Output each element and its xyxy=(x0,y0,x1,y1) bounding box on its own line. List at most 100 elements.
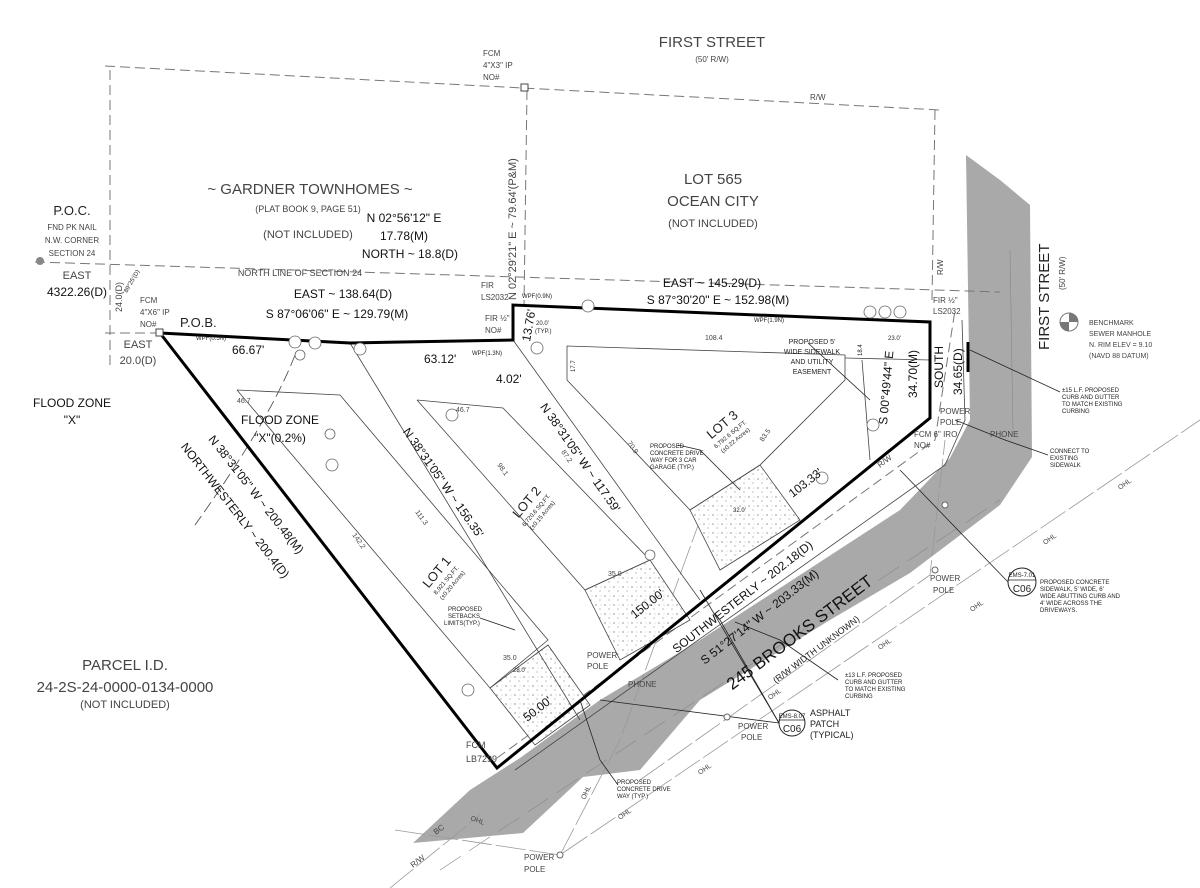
note-curb-13: ±13 L.F. PROPOSED CURB AND GUTTER TO MAT… xyxy=(845,673,906,700)
note-line: 4' WIDE ACROSS THE xyxy=(1040,601,1102,607)
benchmark-label: BENCHMARK xyxy=(1089,320,1134,327)
flood-zone-value: "X"(0.2%) xyxy=(254,431,306,445)
note-line: SIDEWALK xyxy=(1050,463,1081,469)
rw-label: R/W xyxy=(409,853,427,870)
detail-callout-asphalt[interactable]: EMS-8.07 C06 xyxy=(778,709,806,737)
wpf-label: WPF(1.9N) xyxy=(754,318,784,324)
dim-label: 108.4 xyxy=(705,335,723,342)
street-name-first: FIRST STREET xyxy=(659,34,765,51)
section-line-label: NORTH LINE OF SECTION 24 xyxy=(238,268,362,278)
setback-line xyxy=(566,345,846,511)
angle-label: 89°25'(D) xyxy=(124,269,142,294)
dist-label: SOUTH xyxy=(932,346,946,388)
note-line: CONNECT TO xyxy=(1050,449,1090,455)
note-line: GARAGE (TYP.) xyxy=(650,465,694,471)
overhead-line xyxy=(639,439,946,781)
parcel-name-gardner: ~ GARDNER TOWNHOMES ~ xyxy=(207,181,413,198)
power-pole-label: POLE xyxy=(933,586,954,595)
power-pole-label: POLE xyxy=(741,733,762,742)
dim-label: 32.0' xyxy=(733,508,746,514)
ohl-label: OHL xyxy=(1042,533,1058,547)
ohl-label: OHL xyxy=(617,808,633,822)
dist-label: 13.76' xyxy=(519,308,538,342)
fir-label: FIR xyxy=(481,281,494,290)
property-boundary xyxy=(158,303,932,771)
rw-label: R/W xyxy=(936,259,945,275)
benchmark-label: (NAVD 88 DATUM) xyxy=(1089,353,1149,360)
lot-3-label: LOT 3 6,792.6 SQ.FT. (±0.22 Acres) xyxy=(704,407,752,455)
tree-icon xyxy=(325,458,339,472)
fcm-label: 4"X3" IP xyxy=(483,61,513,70)
poc-title: P.O.C. xyxy=(53,203,90,218)
note-line: CURB AND GUTTER xyxy=(845,680,903,686)
note-line: PROPOSED xyxy=(617,780,652,786)
benchmark-label: SEWER MANHOLE xyxy=(1089,331,1152,338)
note-line: PROPOSED xyxy=(448,607,483,613)
parcel-city: OCEAN CITY xyxy=(667,193,759,210)
note-driveway-3car: PROPOSED CONCRETE DRIVE WAY FOR 3 CAR GA… xyxy=(650,444,704,471)
dim-label: 18.4 xyxy=(858,344,864,356)
dist-label: EAST ~ 145.29(D) xyxy=(663,276,761,290)
section-line xyxy=(34,261,1001,293)
parcel-name-lot565: LOT 565 xyxy=(684,171,742,188)
tree-icon xyxy=(644,549,656,561)
ohl-label: OHL xyxy=(767,688,783,702)
tree-icon xyxy=(445,408,459,422)
power-pole-label: POLE xyxy=(524,865,545,874)
tree-icon xyxy=(581,299,595,313)
monument-symbol xyxy=(520,83,529,92)
note-line: CURBING xyxy=(1062,409,1090,415)
power-pole-label: POWER xyxy=(940,407,970,416)
right-of-way-line xyxy=(104,65,941,111)
fcm-label: NO# xyxy=(483,73,500,82)
note-driveway: PROPOSED CONCRETE DRIVE WAY (TYP.) xyxy=(617,780,671,800)
note-line: TO MATCH EXISTING xyxy=(1062,402,1123,408)
detail-callout-sidewalk[interactable]: EMS-7.01 C06 xyxy=(1007,567,1037,597)
note-line: PROPOSED 5' xyxy=(789,339,836,346)
phone-label: PHONE xyxy=(990,430,1018,439)
tree-icon xyxy=(294,349,306,361)
bearing-label: N 02°56'12" E xyxy=(367,211,442,225)
poc-line: N.W. CORNER xyxy=(45,236,99,245)
fcm-label: 4"X6" IP xyxy=(140,308,170,317)
dist-label: 66.67' xyxy=(232,343,264,357)
pob-label: P.O.B. xyxy=(180,315,217,330)
bearing-label: S 87°06'06" E ~ 129.79(M) xyxy=(266,307,408,321)
poc-line: FND PK NAIL xyxy=(47,223,97,232)
fcm-label: FCM 6" IRO xyxy=(914,430,957,439)
callout-sheet: C06 xyxy=(783,724,802,735)
driveway-lot1 xyxy=(489,644,591,746)
tree-icon xyxy=(866,418,880,432)
dim-label: 46.7 xyxy=(456,407,470,414)
street-row-first: (50' R/W) xyxy=(695,55,729,64)
fir-label: FIR ½" xyxy=(485,314,510,323)
note-line: PATCH xyxy=(810,719,839,729)
note-sidewalk-c06: PROPOSED CONCRETE SIDEWALK, 5' WIDE, 6' … xyxy=(1040,580,1121,614)
dim-label: 35.0 xyxy=(608,571,622,578)
fcm-label: FCM xyxy=(466,740,486,750)
tree-icon xyxy=(863,305,877,319)
note-asphalt-patch: ASPHALT PATCH (TYPICAL) xyxy=(810,708,854,740)
wpf-label: WPF(0.9N) xyxy=(522,294,552,300)
dim-label: 70.9 xyxy=(625,440,639,455)
note-setbacks: PROPOSED SETBACKS LIMITS(TYP.) xyxy=(444,607,483,627)
note-line: EASEMENT xyxy=(793,369,832,376)
dim-label: 17.7 xyxy=(571,360,577,372)
fir-label: FIR ½" xyxy=(933,296,958,305)
note-connect-sidewalk: CONNECT TO EXISTING SIDEWALK xyxy=(1050,449,1090,469)
parcel-line xyxy=(523,89,528,306)
street-name-first-vertical: FIRST STREET xyxy=(1036,244,1053,350)
parcel-id: 24-2S-24-0000-0134-0000 xyxy=(37,679,214,696)
lot-line xyxy=(512,339,701,601)
dim-label: 23.0' xyxy=(888,336,901,342)
power-pole-icon xyxy=(931,566,939,574)
bearing-label: S 00°49'44" E xyxy=(876,350,896,425)
overhead-line xyxy=(394,419,1200,856)
note-line: CONCRETE DRIVE xyxy=(617,787,671,793)
setback-line xyxy=(844,357,931,361)
note-line: WAY FOR 3 CAR xyxy=(650,458,697,464)
overhead-line xyxy=(389,814,481,888)
note-line: TO MATCH EXISTING xyxy=(845,687,906,693)
fir-label: LS2032 xyxy=(481,293,509,302)
